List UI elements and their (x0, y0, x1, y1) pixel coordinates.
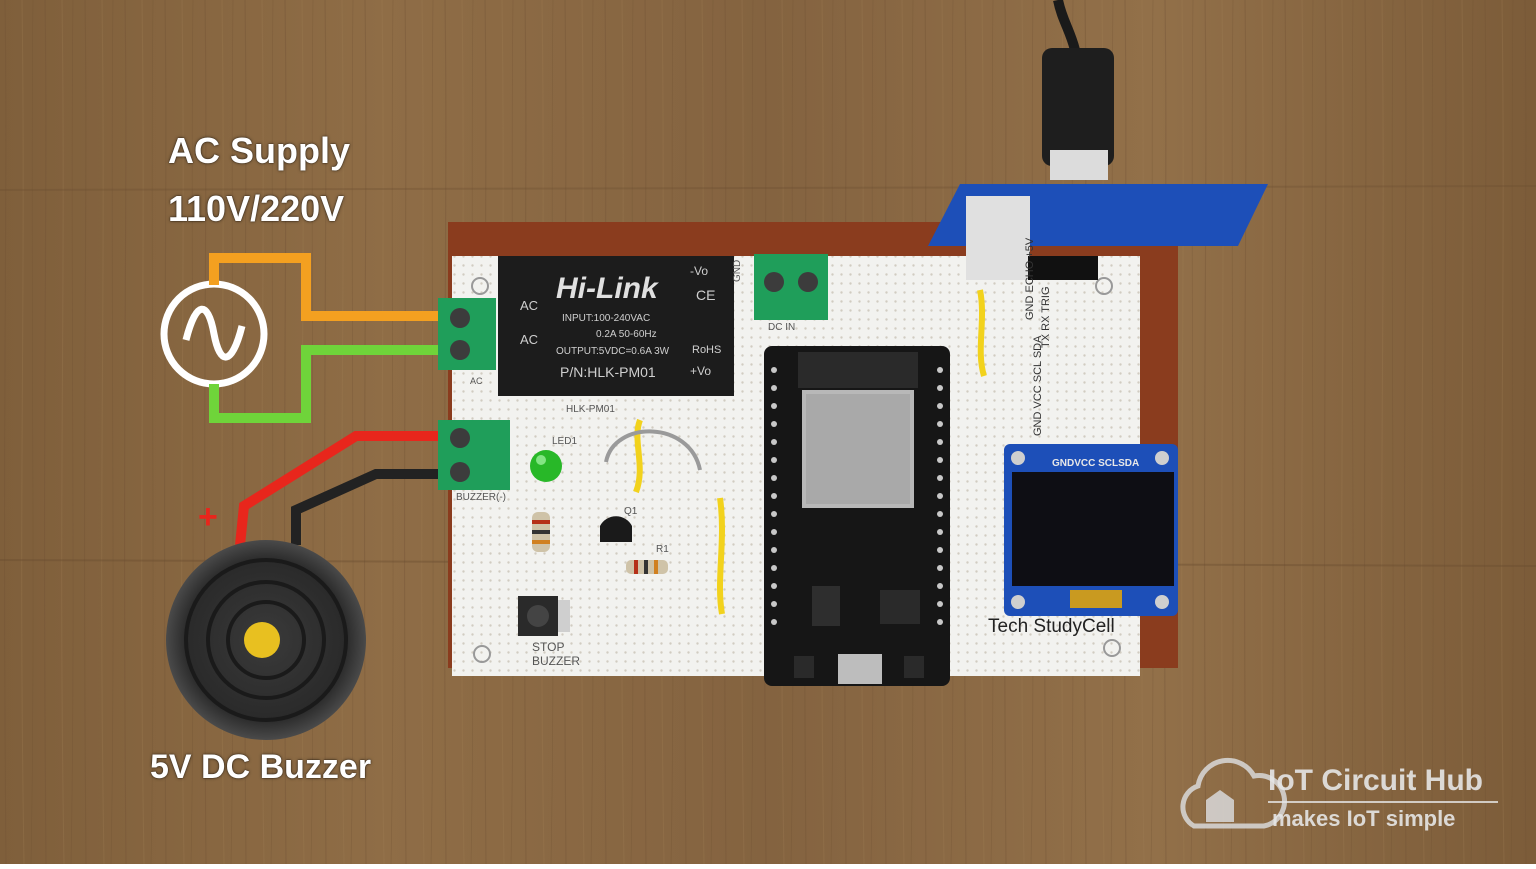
ac-voltage-label: 110V/220V (168, 188, 345, 229)
silk-buzzer-terminal: BUZZER(-) (456, 492, 506, 503)
watermark-divider (1268, 801, 1498, 803)
buzzer-terminal-block (438, 420, 510, 490)
silk-q1: Q1 (624, 506, 638, 517)
watermark-tagline: makes IoT simple (1272, 806, 1456, 831)
buzzer-wires (235, 431, 456, 546)
hilink-output: OUTPUT:5VDC=0.6A 3W (556, 346, 670, 357)
oled-display (1004, 444, 1178, 616)
usb-cable (1042, 0, 1114, 180)
silk-ultrasonic-row1: GND ECHO +5V (1024, 237, 1036, 320)
hilink-input: INPUT:100-240VAC (562, 313, 651, 324)
hilink-module (498, 256, 734, 396)
stop-button (518, 596, 570, 636)
dc-in-terminal-block (754, 254, 828, 320)
silk-oled-pins: GND VCC SCL SDA (1032, 335, 1044, 436)
hilink-pin-ac2: AC (520, 332, 539, 347)
watermark-title: IoT Circuit Hub (1268, 764, 1483, 797)
watermark-cloud-icon (1180, 757, 1287, 829)
hilink-pin-pos: +Vo (690, 364, 712, 378)
positive-sign: + (198, 498, 218, 536)
hilink-input-current: 0.2A 50-60Hz (596, 329, 657, 340)
hilink-silk: HLK-PM01 (566, 404, 615, 415)
buzzer-disc (166, 540, 366, 740)
silk-r1: R1 (656, 544, 669, 555)
silk-brand: Tech StudyCell (988, 616, 1115, 637)
ultrasonic-sensor (928, 184, 1268, 280)
led (530, 450, 562, 482)
ac-supply-label: AC Supply (168, 130, 351, 171)
silk-led: LED1 (552, 436, 578, 447)
silk-dc-in: DC IN (768, 322, 796, 333)
hilink-rohs-mark: RoHS (692, 344, 722, 356)
silk-stop: STOP (532, 640, 565, 654)
hilink-brand: Hi-Link (556, 272, 658, 305)
silk-buzzer: BUZZER (532, 654, 580, 668)
silk-ac: AC (470, 376, 483, 386)
ac-wires (209, 253, 456, 423)
hilink-pin-ac1: AC (520, 298, 539, 313)
hilink-pin-neg: -Vo (690, 264, 709, 278)
oled-header-label: GNDVCC SCLSDA (1052, 458, 1140, 469)
passive-components (532, 512, 668, 574)
esp32-board (764, 346, 950, 686)
jumper-wires (604, 289, 987, 615)
silk-gnd: GND (732, 259, 743, 282)
ac-terminal-block (438, 298, 496, 370)
hilink-ce-mark: CE (696, 287, 716, 303)
buzzer-label: 5V DC Buzzer (150, 748, 372, 786)
hilink-part-number: P/N:HLK-PM01 (560, 364, 656, 380)
